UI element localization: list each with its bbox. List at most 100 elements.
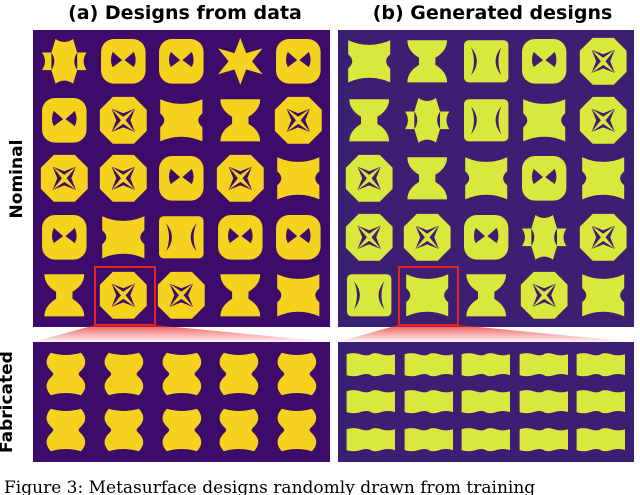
design-cell xyxy=(515,32,573,91)
panel-a-nominal-grid xyxy=(33,30,330,327)
design-cell xyxy=(400,383,458,420)
octagon-x-shape xyxy=(345,155,393,202)
design-cell xyxy=(342,383,400,420)
wavy-shape xyxy=(404,427,453,451)
design-cell xyxy=(94,32,153,91)
design-cell xyxy=(574,208,632,267)
design-cell xyxy=(152,266,211,325)
design-cell xyxy=(574,91,632,150)
design-cell xyxy=(35,208,94,267)
zoom-connector-b xyxy=(338,325,634,342)
design-cell xyxy=(210,346,268,402)
design-cell xyxy=(94,266,153,325)
octagon-x-shape xyxy=(99,96,147,144)
design-cell xyxy=(342,346,400,383)
design-cell xyxy=(37,402,95,458)
blob-shape xyxy=(277,408,317,452)
wavy-shape xyxy=(519,390,568,414)
hourglass-shape xyxy=(466,274,506,317)
design-cell xyxy=(457,346,515,383)
wavy-shape xyxy=(461,353,511,377)
blob-shape xyxy=(104,352,144,396)
design-cell xyxy=(268,402,326,458)
panel-b-title: (b) Generated designs xyxy=(372,2,613,24)
design-cell xyxy=(574,32,632,91)
design-cell xyxy=(152,91,211,150)
design-cell xyxy=(574,266,632,325)
wavy-shape xyxy=(346,353,395,377)
panel-b-fabricated-grid xyxy=(338,342,634,462)
design-cell xyxy=(94,149,153,208)
wavy-shape xyxy=(404,353,453,377)
design-cell xyxy=(269,208,328,267)
design-cell xyxy=(152,32,211,91)
wavy-shape xyxy=(576,390,626,414)
design-cell xyxy=(572,421,630,458)
blob-shape xyxy=(219,352,259,396)
design-cell xyxy=(211,266,270,325)
octagon-x-shape xyxy=(99,272,147,320)
design-cell xyxy=(515,91,573,150)
design-cell xyxy=(400,346,458,383)
design-cell xyxy=(269,149,328,208)
wavy-shape xyxy=(461,427,511,451)
design-cell xyxy=(340,208,398,267)
design-cell xyxy=(269,266,328,325)
design-cell xyxy=(153,402,211,458)
roundsquare-x-shape xyxy=(522,156,567,201)
blob-shape xyxy=(277,352,317,396)
row-label-nominal: Nominal xyxy=(7,139,27,219)
octagon-x-shape xyxy=(579,96,627,144)
design-cell xyxy=(515,208,573,267)
design-cell xyxy=(398,91,456,150)
bowtie-shape xyxy=(463,98,509,141)
wavy-shape xyxy=(404,390,453,414)
panel-a-fabricated-grid xyxy=(33,342,330,462)
wavy-shape xyxy=(576,353,626,377)
plus-shape xyxy=(405,97,450,143)
design-cell xyxy=(340,149,398,208)
figure-caption: Figure 3: Metasurface designs randomly d… xyxy=(4,478,536,495)
design-cell xyxy=(398,208,456,267)
octagon-x-shape xyxy=(216,155,264,202)
design-cell xyxy=(457,32,515,91)
notched-shape xyxy=(277,157,320,200)
roundsquare-x-shape xyxy=(217,214,263,260)
design-cell xyxy=(95,346,153,402)
notched-shape xyxy=(277,274,320,317)
design-cell xyxy=(210,402,268,458)
design-cell xyxy=(269,91,328,150)
design-cell xyxy=(515,346,573,383)
octagon-x-shape xyxy=(521,272,568,320)
roundsquare-x-shape xyxy=(276,214,321,260)
design-cell xyxy=(269,32,328,91)
hourglass-shape xyxy=(349,98,390,141)
design-cell xyxy=(94,91,153,150)
bowtie-shape xyxy=(159,216,204,259)
design-cell xyxy=(574,149,632,208)
design-cell xyxy=(400,421,458,458)
notched-shape xyxy=(406,274,449,317)
notched-shape xyxy=(348,40,391,83)
design-cell xyxy=(340,32,398,91)
octagon-x-shape xyxy=(40,155,88,202)
blob-shape xyxy=(46,352,86,396)
design-cell xyxy=(95,402,153,458)
hourglass-shape xyxy=(44,274,85,317)
design-cell xyxy=(457,421,515,458)
octagon-x-shape xyxy=(275,96,323,144)
notched-shape xyxy=(464,157,508,200)
wavy-shape xyxy=(519,427,568,451)
plus-shape xyxy=(522,214,567,260)
design-cell xyxy=(211,32,270,91)
octagon-x-shape xyxy=(345,213,393,261)
design-cell xyxy=(268,346,326,402)
wavy-shape xyxy=(519,353,568,377)
plus-shape xyxy=(42,39,87,84)
wavy-shape xyxy=(346,427,395,451)
design-cell xyxy=(398,149,456,208)
design-cell xyxy=(515,266,573,325)
design-cell xyxy=(340,91,398,150)
design-cell xyxy=(398,32,456,91)
